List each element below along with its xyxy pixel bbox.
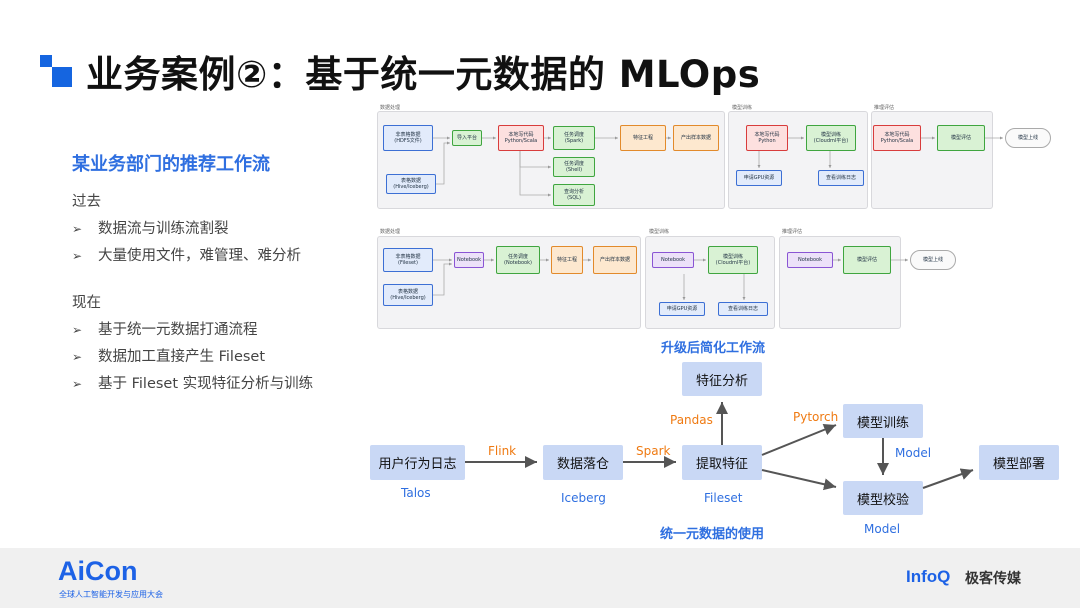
bullet-arrow-icon: ➢ [72,249,83,263]
old-import-node: 导入平台 [452,130,482,146]
new-feature-node: 特征工程 [551,246,583,274]
box-caption: Model [895,446,932,460]
new-hive-node: 表格数据 (Hive/Iceberg) [383,284,433,306]
new-train-node: 模型训练 (Cloudml平台) [708,246,758,274]
new-sample-node: 产出样本数据 [593,246,637,274]
model-deploy-box: 模型部署 [979,445,1059,480]
box-caption: Talos [401,486,431,500]
new-fileset-node: 非表格数据 (Fileset) [383,248,433,272]
footer-bar [0,548,1080,608]
past-label: 过去 [72,194,101,210]
title-square-icon [40,55,72,87]
model-verify-box: 模型校验 [843,481,923,515]
old-spark-node: 任务调度 (Spark) [553,126,595,150]
now-item: ➢数据加工直接产生 Fileset [72,349,266,365]
old-feature-node: 特征工程 [620,125,666,151]
flow-footer: 统一元数据的使用 [660,527,765,542]
box-caption: Fileset [704,491,743,505]
new-log-node: 查看训练日志 [718,302,768,316]
past-item: ➢大量使用文件，难管理、难分析 [72,248,301,264]
bullet-arrow-icon: ➢ [72,350,83,364]
model-train-box: 模型训练 [843,404,923,438]
now-item: ➢基于统一元数据打通流程 [72,322,258,338]
new-notebook-node: Notebook [454,252,484,268]
old-train-node: 模型训练 (Cloudml平台) [806,125,856,151]
data-land-box: 数据落仓 [543,445,623,480]
old-hdfs-node: 非表格数据 (HDFS文件) [383,125,433,151]
old-code2-node: 本地写代码 Python [746,125,788,151]
bullet-arrow-icon: ➢ [72,323,83,337]
new-sched-node: 任务调度 (Notebook) [496,246,540,274]
now-item: ➢基于 Fileset 实现特征分析与训练 [72,376,314,392]
past-item: ➢数据流与训练流割裂 [72,221,229,237]
box-caption: Iceberg [561,491,606,505]
box-caption: Model [864,522,901,536]
new-notebook2-node: Notebook [652,252,694,268]
page-title: 业务案例②：基于统一元数据的 MLOps [86,53,761,96]
flow-header: 升级后简化工作流 [661,341,766,356]
old-sql-node: 查询分析 (SQL) [553,184,595,206]
old-log-node: 查看训练日志 [818,170,864,186]
panel-label: 数据处理 [380,105,401,111]
edge-label: Spark [636,444,671,458]
old-eval-node: 模型评估 [937,125,985,151]
old-sample-node: 产出样本数据 [673,125,719,151]
user-log-box: 用户行为日志 [370,445,465,480]
old-code-node: 本地写代码 Python/Scala [498,125,544,151]
left-text-block: 某业务部门的推荐工作流 过去 ➢数据流与训练流割裂 ➢大量使用文件，难管理、难分… [72,150,362,399]
old-code3-node: 本地写代码 Python/Scala [873,125,921,151]
edge-label: Pandas [670,413,713,427]
bullet-arrow-icon: ➢ [72,377,83,391]
old-deploy-node: 模型上线 [1005,128,1051,148]
panel-label: 推理评估 [782,229,803,235]
new-deploy-node: 模型上线 [910,250,956,270]
old-gpu-node: 申请GPU资源 [736,170,782,186]
old-hive-node: 表格数据 (Hive/Iceberg) [386,174,436,194]
infoq-logo: InfoQ [906,567,951,586]
now-label: 现在 [72,295,101,311]
panel-label: 推理评估 [874,105,895,111]
panel-label: 模型训练 [732,105,753,111]
new-eval-node: 模型评估 [843,246,891,274]
new-gpu-node: 申请GPU资源 [659,302,705,316]
panel-label: 数据处理 [380,229,401,235]
extract-feature-box: 提取特征 [682,445,762,480]
aicon-logo: AiCon [58,556,138,586]
feature-analysis-box: 特征分析 [682,362,762,396]
section-heading: 某业务部门的推荐工作流 [72,154,270,175]
old-shell-node: 任务调度 (Shell) [553,157,595,177]
jike-logo-text: 极客传媒 [965,571,1021,587]
edge-label: Pytorch [793,410,839,424]
new-notebook3-node: Notebook [787,252,833,268]
edge-label: Flink [488,444,517,458]
panel-label: 模型训练 [649,229,670,235]
aicon-subtitle: 全球人工智能开发与应用大会 [59,590,163,599]
bullet-arrow-icon: ➢ [72,222,83,236]
